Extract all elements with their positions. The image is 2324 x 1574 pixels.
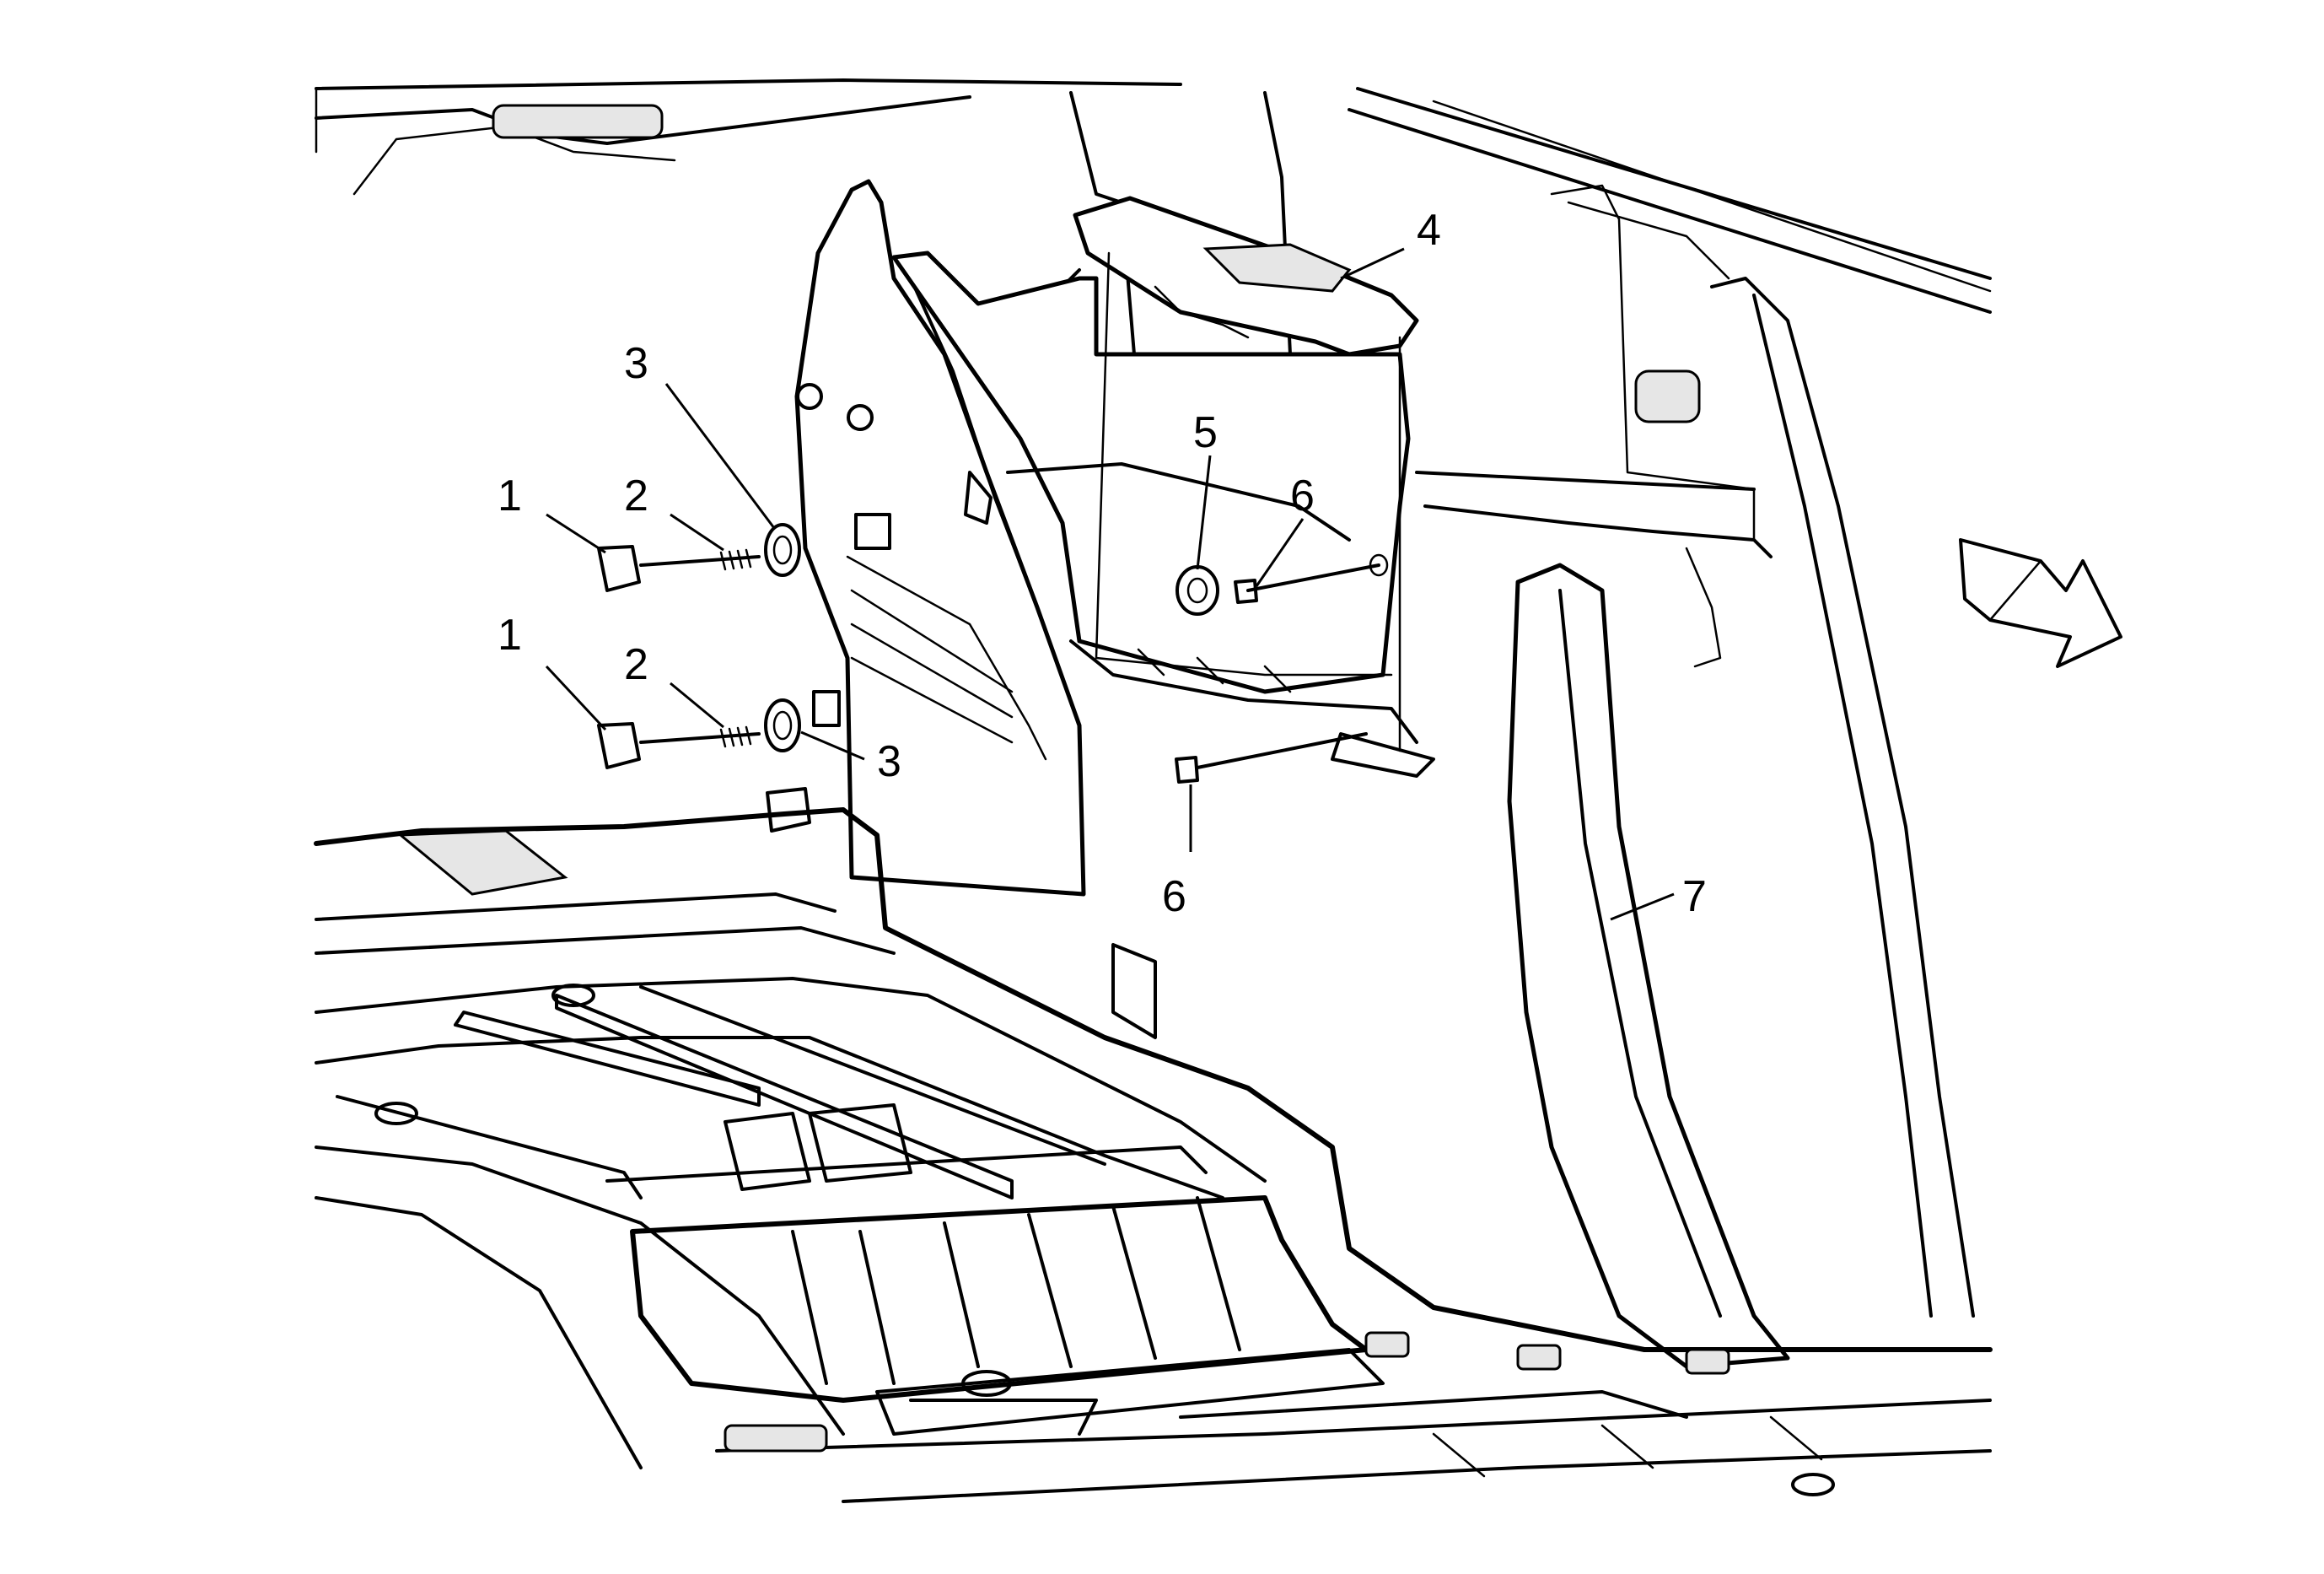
screw-6-lower (1196, 732, 1368, 769)
roof-structure (315, 78, 1992, 356)
grommet-3-upper (764, 523, 801, 577)
fasteners (597, 251, 1401, 833)
wheelhouse-panel (1415, 184, 1975, 1369)
callout-3-upper: 3 (624, 339, 648, 388)
front-direction-arrow-icon (1959, 538, 2122, 668)
callout-2-lower: 2 (624, 640, 648, 689)
callout-labels: 1 2 3 1 2 3 4 5 6 6 7 (498, 206, 1707, 921)
trunk-floor (314, 807, 1993, 1503)
leader-lines (545, 247, 1675, 921)
screw-6-upper (1246, 563, 1380, 592)
callout-5: 5 (1193, 408, 1218, 457)
callout-1-lower: 1 (498, 611, 522, 660)
quarter-trim-panel (794, 179, 1086, 897)
callout-4: 4 (1417, 206, 1441, 255)
callout-6-lower: 6 (1162, 872, 1186, 921)
callout-2-upper: 2 (624, 472, 648, 520)
callout-3-lower: 3 (877, 737, 901, 786)
clip-1-upper (597, 545, 641, 592)
upper-trim-panel (891, 196, 1435, 778)
callout-1-upper: 1 (498, 472, 522, 520)
callout-6-upper: 6 (1290, 472, 1315, 520)
grommet-3-lower (764, 698, 801, 752)
callout-7: 7 (1682, 872, 1707, 921)
clip-1-lower (597, 722, 641, 769)
